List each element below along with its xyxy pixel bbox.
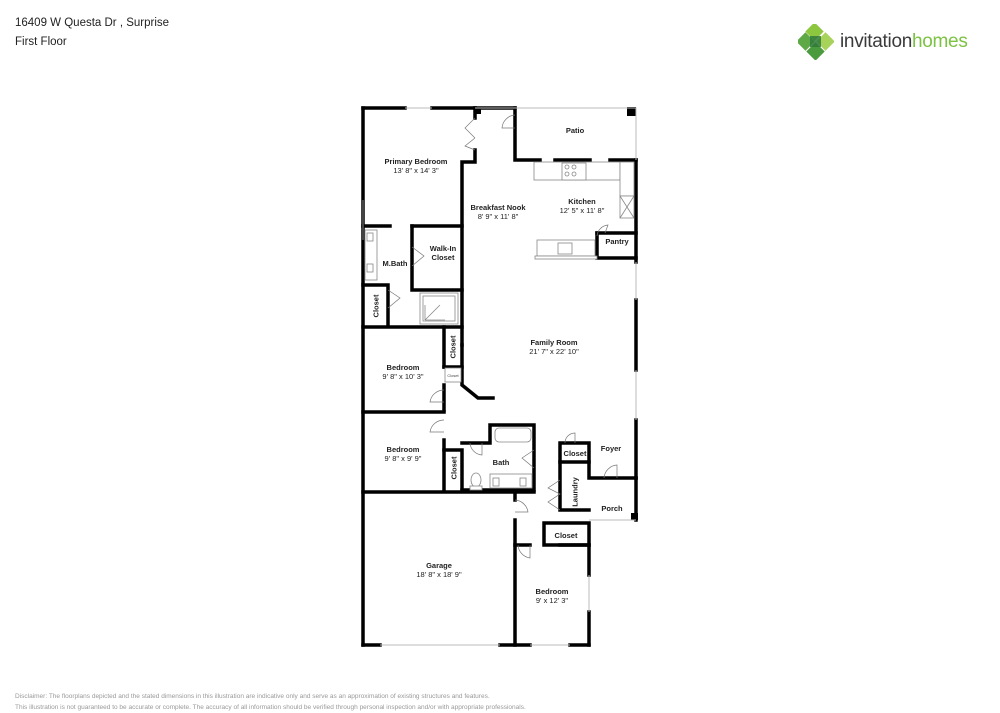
room-closet-bedroom-3: Closet [449,456,459,480]
room-bath: Bath [492,458,510,467]
room-foyer: Foyer [600,444,622,453]
brand-logo: invitationhomes [798,24,968,60]
header: 16409 W Questa Dr , Surprise First Floor [15,14,169,52]
room-porch: Porch [601,504,623,513]
room-closet-small: Closet [447,373,459,378]
floor-label: First Floor [15,36,67,48]
disclaimer: Disclaimer: The floorplans depicted and … [15,691,526,713]
room-pantry: Pantry [605,237,629,246]
disclaimer-line-2: This illustration is not guaranteed to b… [15,704,526,711]
room-patio: Patio [565,126,585,135]
room-closet-bedroom-2: Closet [448,335,458,359]
room-closet-bedroom-4: Closet [554,531,578,540]
property-address: 16409 W Questa Dr , Surprise [15,17,170,29]
logo-wordmark: invitationhomes [840,31,968,52]
room-closet-foyer: Closet [563,449,587,458]
disclaimer-line-1: Disclaimer: The floorplans depicted and … [15,693,490,700]
room-laundry: Laundry [570,477,580,507]
room-m-bath: M.Bath [382,259,408,268]
room-closet-mbath: Closet [371,294,381,318]
green-diamond-cluster-icon [798,24,834,60]
